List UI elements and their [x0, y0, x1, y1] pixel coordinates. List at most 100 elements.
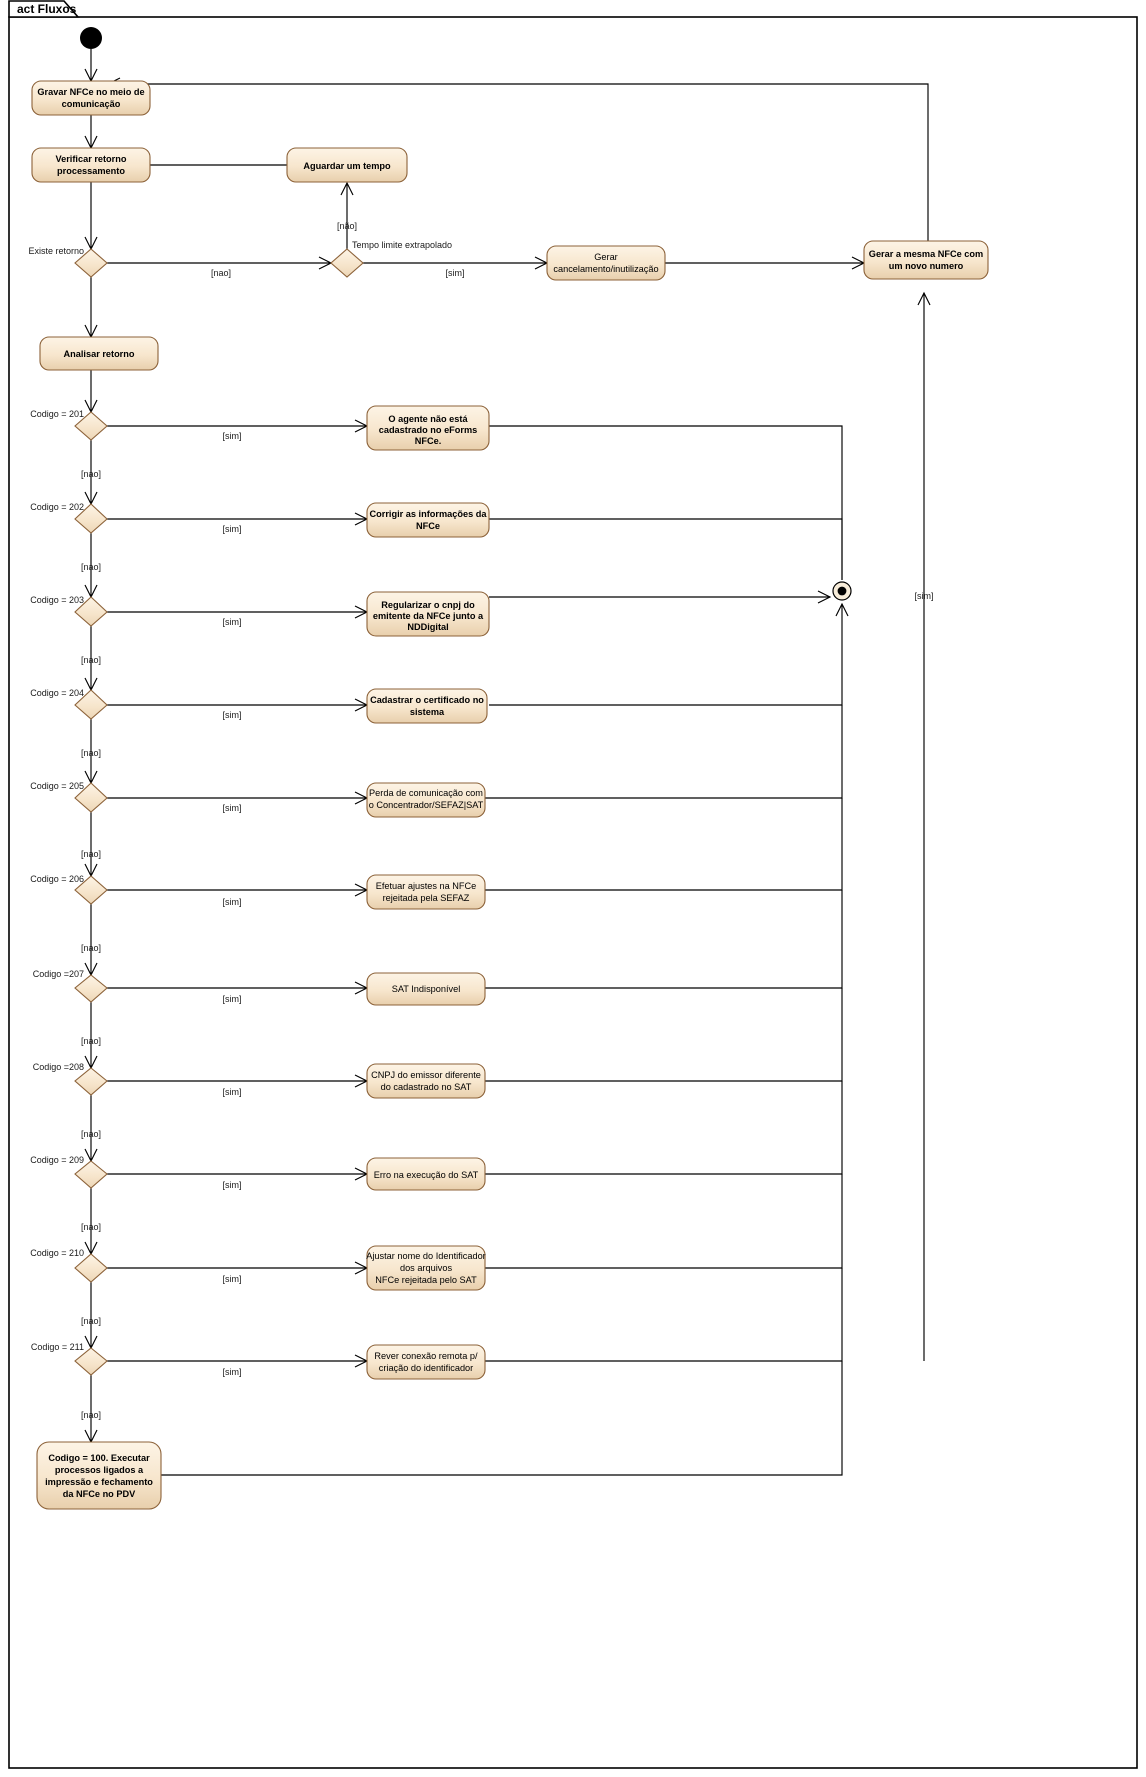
decision-codigo-204[interactable]: Codigo = 204 — [30, 688, 108, 720]
action-cadastrar-certificado[interactable]: Cadastrar o certificado no sistema — [366, 688, 488, 724]
decision-codigo-205-label: Codigo = 205 — [30, 781, 84, 791]
action-aguardar-tempo-line-0: Aguardar um tempo — [303, 161, 391, 171]
decision-existe-retorno[interactable]: Existe retorno — [28, 246, 108, 278]
guard-204-nao: [nao] — [81, 748, 101, 758]
guard-209-sim: [sim] — [223, 1180, 242, 1190]
guard-tempo-limite-sim: [sim] — [446, 268, 465, 278]
guard-202-nao: [nao] — [81, 562, 101, 572]
decision-existe-retorno-label: Existe retorno — [28, 246, 84, 256]
action-erro-line-0: Erro na execução do SAT — [374, 1170, 479, 1180]
action-efetuar-line-0: Efetuar ajustes na NFCe — [376, 881, 477, 891]
decision-codigo-211[interactable]: Codigo = 211 — [31, 1342, 108, 1376]
action-gerar-cancelamento-line-1: cancelamento/inutilização — [553, 264, 658, 274]
edge-205-action-to-rail — [485, 705, 843, 799]
initial-node[interactable] — [80, 27, 102, 49]
decision-codigo-202-label: Codigo = 202 — [30, 502, 84, 512]
edge-209-action-to-rail — [485, 1081, 843, 1175]
action-verificar-retorno[interactable]: Verificar retorno processamento — [31, 147, 151, 183]
action-gerar-cancelamento-line-0: Gerar — [594, 252, 618, 262]
action-regularizar-line-2: NDDigital — [407, 622, 448, 632]
action-verificar-retorno-line-0: Verificar retorno — [56, 154, 127, 164]
action-codigo100-line-1: processos ligados a — [55, 1465, 144, 1475]
edge-208-action-to-rail — [485, 988, 843, 1082]
action-ajustar-line-2: NFCe rejeitada pelo SAT — [375, 1275, 477, 1285]
decision-codigo-210[interactable]: Codigo = 210 — [30, 1248, 108, 1283]
guard-207-sim: [sim] — [223, 994, 242, 1004]
arrowhead-merge-left-in — [817, 590, 832, 604]
action-gravar-nfce-line-1: comunicação — [62, 99, 121, 109]
action-rever-conexao-remota[interactable]: Rever conexão remota p/ criação do ident… — [366, 1344, 486, 1380]
action-efetuar-ajustes[interactable]: Efetuar ajustes na NFCe rejeitada pela S… — [366, 874, 486, 910]
action-analisar-retorno[interactable]: Analisar retorno — [39, 336, 159, 371]
action-gravar-nfce[interactable]: Gravar NFCe no meio de comunicação — [31, 80, 151, 116]
decision-codigo-206-label: Codigo = 206 — [30, 874, 84, 884]
guard-203-sim: [sim] — [223, 617, 242, 627]
action-perda-line-0: Perda de comunicação com — [369, 788, 483, 798]
action-cnpj-line-0: CNPJ do emissor diferente — [371, 1070, 481, 1080]
edge-206-action-to-rail — [485, 798, 843, 891]
action-ajustar-line-0: Ajustar nome do Identificador — [366, 1251, 486, 1261]
action-aguardar-tempo[interactable]: Aguardar um tempo — [286, 147, 408, 183]
action-agente-line-1: cadastrado no eForms — [379, 425, 478, 435]
action-gerar-mesma-nfce[interactable]: Gerar a mesma NFCe com um novo numero — [863, 240, 989, 280]
action-cnpj-diferente[interactable]: CNPJ do emissor diferente do cadastrado … — [366, 1063, 486, 1099]
frame-tab — [8, 0, 80, 18]
action-rever-line-0: Rever conexão remota p/ — [374, 1351, 478, 1361]
decision-codigo-201[interactable]: Codigo = 201 — [30, 409, 108, 441]
action-rever-line-1: criação do identificador — [379, 1363, 473, 1373]
decision-codigo-205[interactable]: Codigo = 205 — [30, 781, 108, 813]
decision-tempo-limite[interactable]: Tempo limite extrapolado — [330, 240, 452, 278]
action-regularizar-cnpj[interactable]: Regularizar o cnpj do emitente da NFCe j… — [366, 591, 490, 637]
action-cnpj-line-1: do cadastrado no SAT — [381, 1082, 472, 1092]
action-agente-line-0: O agente não está — [388, 414, 468, 424]
decision-codigo-209-label: Codigo = 209 — [30, 1155, 84, 1165]
guard-204-sim: [sim] — [223, 710, 242, 720]
action-erro-execucao-sat[interactable]: Erro na execução do SAT — [366, 1157, 486, 1191]
action-agente-nao-cadastrado[interactable]: O agente não está cadastrado no eForms N… — [366, 405, 490, 451]
guard-210-sim: [sim] — [223, 1274, 242, 1284]
action-gerar-mesma-nfce-line-0: Gerar a mesma NFCe com — [869, 249, 983, 259]
decision-codigo-203[interactable]: Codigo = 203 — [30, 595, 108, 627]
guard-208-sim: [sim] — [223, 1087, 242, 1097]
edge-202-action-to-merge — [489, 518, 843, 580]
action-perda-comunicacao[interactable]: Perda de comunicação com o Concentrador/… — [366, 782, 486, 818]
edge-codigo100-to-rail — [161, 1361, 843, 1476]
action-gerar-cancelamento[interactable]: Gerar cancelamento/inutilização — [546, 245, 666, 281]
guard-208-nao: [nao] — [81, 1129, 101, 1139]
decision-codigo-210-label: Codigo = 210 — [30, 1248, 84, 1258]
decision-codigo-201-label: Codigo = 201 — [30, 409, 84, 419]
guard-207-nao: [nao] — [81, 1036, 101, 1046]
action-codigo-100[interactable]: Codigo = 100. Executar processos ligados… — [36, 1441, 162, 1510]
action-corrigir-informacoes[interactable]: Corrigir as informações da NFCe — [366, 502, 490, 538]
decision-codigo-206[interactable]: Codigo = 206 — [30, 874, 108, 905]
action-corrigir-line-1: NFCe — [416, 521, 440, 531]
guard-211-nao: [nao] — [81, 1410, 101, 1420]
decision-codigo-208[interactable]: Codigo =208 — [33, 1062, 108, 1096]
arrowhead-merge-bottom-in — [835, 602, 849, 617]
edge-211-action-to-rail — [485, 1268, 843, 1362]
decision-codigo-209[interactable]: Codigo = 209 — [30, 1155, 108, 1189]
action-sat-indisponivel[interactable]: SAT Indisponível — [366, 972, 486, 1006]
action-efetuar-line-1: rejeitada pela SEFAZ — [383, 893, 470, 903]
arrowhead-aguardar-in — [340, 181, 354, 196]
action-ajustar-line-1: dos arquivos — [400, 1263, 452, 1273]
activity-final-node[interactable] — [832, 581, 852, 601]
decision-codigo-202[interactable]: Codigo = 202 — [30, 502, 108, 534]
guard-201-nao: [nao] — [81, 469, 101, 479]
decision-codigo-207[interactable]: Codigo =207 — [33, 969, 108, 1003]
action-verificar-retorno-line-1: processamento — [57, 166, 125, 176]
action-sat-indisponivel-line-0: SAT Indisponível — [392, 984, 461, 994]
decision-codigo-211-label: Codigo = 211 — [31, 1342, 84, 1352]
guard-final-right-sim: [sim] — [915, 591, 934, 601]
decision-tempo-limite-label: Tempo limite extrapolado — [352, 240, 452, 250]
action-ajustar-nome-identificador[interactable]: Ajustar nome do Identificador dos arquiv… — [366, 1245, 486, 1291]
guard-205-nao: [nao] — [81, 849, 101, 859]
guard-211-sim: [sim] — [223, 1367, 242, 1377]
action-corrigir-line-0: Corrigir as informações da — [370, 509, 488, 519]
guard-209-nao: [nao] — [81, 1222, 101, 1232]
decision-codigo-207-label: Codigo =207 — [33, 969, 84, 979]
action-regularizar-line-0: Regularizar o cnpj do — [381, 600, 475, 610]
edge-207-action-to-rail — [485, 890, 843, 989]
